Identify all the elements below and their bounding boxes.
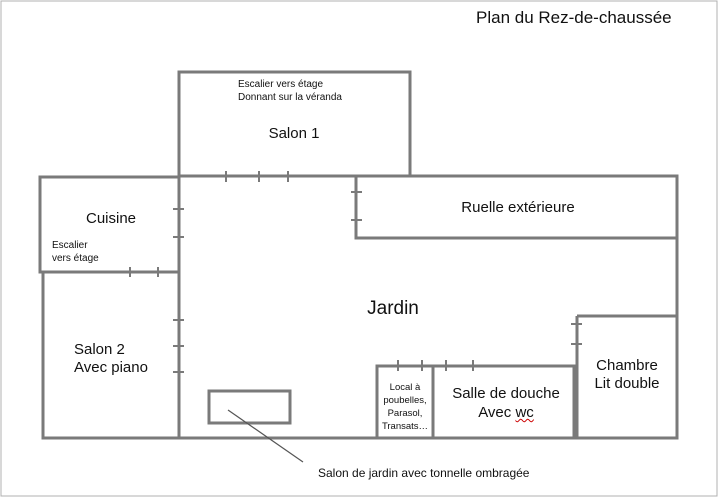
salon2-walls: [41, 272, 179, 440]
local-douche-walls: [375, 364, 576, 440]
local-label-line4: Transats…: [381, 421, 429, 432]
cuisine-note-line1: Escalier: [52, 240, 88, 251]
annotation-leader-line: [227, 409, 304, 463]
salon1-walls: [177, 70, 412, 176]
local-label-line3: Parasol,: [387, 408, 423, 419]
page-title: Plan du Rez-de-chaussée: [476, 8, 672, 27]
cuisine-note-line2: vers étage: [52, 253, 99, 264]
douche-label-prefix: Avec: [478, 404, 516, 421]
douche-label-line2: Avec wc: [478, 404, 534, 421]
cuisine-walls: [38, 175, 181, 274]
salon-de-jardin-shape: [207, 389, 292, 425]
douche-label-line1: Salle de douche: [452, 385, 560, 402]
salon2-label-line1: Salon 2: [74, 341, 125, 358]
salon-de-jardin-annotation: Salon de jardin avec tonnelle ombragée: [318, 466, 530, 480]
salon1-note-line1: Escalier vers étage: [238, 79, 324, 90]
chambre-label-line2: Lit double: [594, 375, 660, 392]
salon2-label-line2: Avec piano: [74, 359, 148, 376]
jardin-label: Jardin: [367, 298, 419, 319]
salon1-note-line2: Donnant sur la véranda: [238, 92, 342, 103]
douche-label-wc: wc: [515, 404, 534, 421]
local-label-line1: Local à: [389, 382, 421, 393]
salon1-label: Salon 1: [268, 125, 320, 142]
chambre-walls: [575, 314, 679, 440]
local-label-line2: poubelles,: [383, 395, 427, 406]
chambre-label-line1: Chambre: [596, 357, 658, 374]
ruelle-label: Ruelle extérieure: [461, 199, 575, 216]
door-marks: [129, 171, 582, 373]
cuisine-label: Cuisine: [85, 210, 137, 227]
